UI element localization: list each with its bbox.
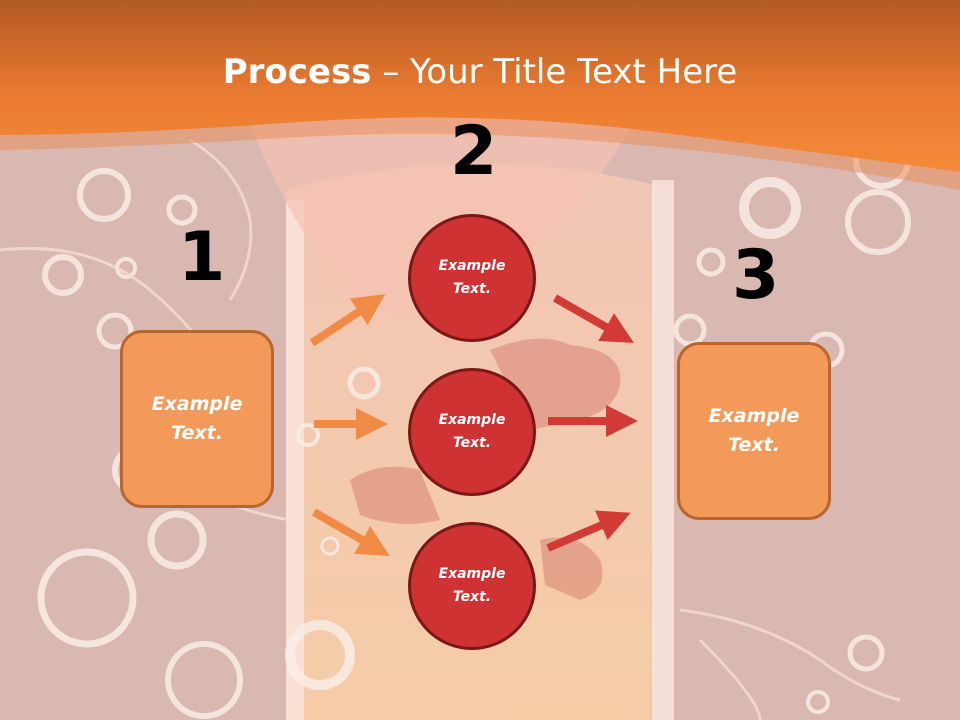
step-number-3: 3 xyxy=(732,236,780,315)
circle-middle: Example Text. xyxy=(408,368,536,496)
circle-bottom-label: Example Text. xyxy=(438,566,506,605)
circle-middle-label: Example Text. xyxy=(438,412,506,451)
title-bold: Process xyxy=(222,52,372,92)
slide-title: Process – Your Title Text Here xyxy=(0,52,960,92)
step-number-2: 2 xyxy=(450,112,498,191)
title-rest: – Your Title Text Here xyxy=(371,52,738,92)
circle-bottom: Example Text. xyxy=(408,522,536,650)
step-number-1: 1 xyxy=(178,218,226,297)
circle-top-label: Example Text. xyxy=(438,258,506,297)
step-1-box: Example Text. xyxy=(120,330,274,508)
circle-top: Example Text. xyxy=(408,214,536,342)
step-3-box: Example Text. xyxy=(677,342,831,520)
step-3-label: Example Text. xyxy=(708,405,800,456)
step-1-label: Example Text. xyxy=(151,393,243,444)
